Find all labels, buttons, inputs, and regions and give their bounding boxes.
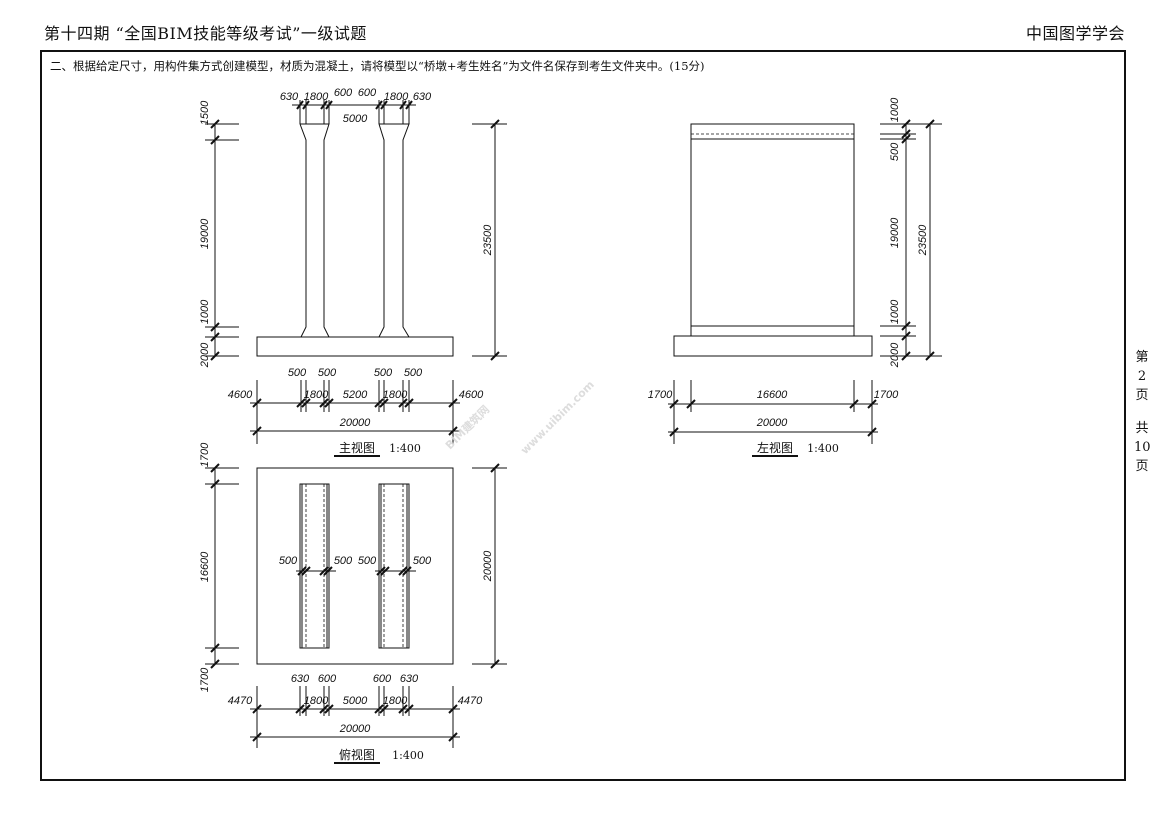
dimension-label: 20000 — [756, 417, 788, 429]
watermark-line2: www.uibim.com — [518, 378, 597, 457]
dimension-label: 500 — [889, 142, 901, 161]
side-view-scale: 1:400 — [807, 442, 839, 455]
dimension-label: 500 — [279, 555, 298, 567]
dimension-label: 1700 — [199, 667, 211, 692]
dimension-label: 4600 — [459, 389, 484, 401]
front-pier-left — [299, 123, 330, 338]
dimension-label: 630 — [280, 91, 299, 103]
dimension-label: 1800 — [384, 91, 409, 103]
front-bottom-dimension: 500 500 500 500 4600 1800 5200 1800 4600… — [228, 367, 484, 444]
dimension-label: 1800 — [304, 389, 329, 401]
organization-name: 中国图学学会 — [1025, 24, 1125, 43]
dimension-label: 600 — [318, 673, 337, 685]
dimension-label: 500 — [358, 555, 377, 567]
dimension-label: 5000 — [343, 695, 368, 707]
top-base — [256, 467, 454, 665]
side-base — [673, 335, 873, 357]
dimension-label: 2000 — [889, 342, 901, 368]
dimension-label: 5200 — [343, 389, 368, 401]
dimension-label: 500 — [318, 367, 337, 379]
top-view-title: 俯视图 — [339, 747, 375, 762]
total-suffix: 页 — [1135, 459, 1149, 474]
exam-title: 第十四期 “全国BIM技能等级考试”一级试题 — [44, 24, 367, 43]
page-indicator: 第 2 页 共 10 页 — [1134, 348, 1151, 476]
top-right-dimension: 20000 — [472, 463, 507, 669]
dimension-label: 19000 — [889, 217, 901, 248]
dimension-label: 20000 — [339, 723, 371, 735]
page-suffix: 页 — [1135, 388, 1149, 403]
dimension-label: 19000 — [199, 218, 211, 249]
dimension-label: 4470 — [458, 695, 483, 707]
dimension-label: 1800 — [304, 91, 329, 103]
dimension-label: 630 — [400, 673, 419, 685]
dimension-label: 1700 — [648, 389, 673, 401]
top-left-dimension: 1700 16600 1700 — [199, 442, 239, 692]
page-total: 10 — [1134, 440, 1151, 455]
front-left-dimension: 1500 19000 1000 2000 — [199, 100, 239, 368]
front-base — [256, 336, 454, 357]
dimension-label: 1000 — [199, 299, 211, 324]
dimension-label: 1000 — [889, 97, 901, 122]
top-inner-dimension: 500 500 500 500 — [279, 555, 432, 576]
dimension-label: 1800 — [383, 695, 408, 707]
watermark-line1: BIM建筑网 — [442, 402, 492, 452]
dimension-label: 600 — [358, 87, 377, 99]
dimension-label: 1800 — [304, 695, 329, 707]
side-view-title: 左视图 — [757, 440, 793, 455]
question-text: 二、根据给定尺寸，用构件集方式创建模型，材质为混凝土，请将模型以“桥墩+考生姓名… — [50, 59, 705, 73]
dimension-label: 500 — [374, 367, 393, 379]
dimension-label: 500 — [288, 367, 307, 379]
dimension-label: 1500 — [199, 100, 211, 125]
dimension-label: 23500 — [482, 224, 494, 256]
dimension-label: 16600 — [757, 389, 788, 401]
total-prefix: 共 — [1135, 421, 1149, 436]
top-view-scale: 1:400 — [392, 749, 424, 762]
dimension-label: 600 — [334, 87, 353, 99]
dimension-label: 1700 — [199, 442, 211, 467]
front-view: 1500 19000 1000 2000 23500 630 1800 600 … — [199, 87, 507, 457]
dimension-label: 630 — [413, 91, 432, 103]
dimension-label: 5000 — [343, 113, 368, 125]
side-right-dimension: 1000 500 19000 1000 2000 23500 — [880, 97, 942, 368]
dimension-label: 23500 — [917, 224, 929, 256]
dimension-label: 2000 — [199, 342, 211, 368]
dimension-label: 500 — [334, 555, 353, 567]
drawing-frame — [40, 50, 1126, 781]
top-pier-left — [299, 483, 330, 649]
front-top-dimension: 630 1800 600 600 1800 630 5000 — [280, 87, 432, 125]
front-pier-right — [378, 123, 410, 338]
dimension-label: 600 — [373, 673, 392, 685]
dimension-label: 500 — [404, 367, 423, 379]
dimension-label: 1700 — [874, 389, 899, 401]
top-view: 1700 16600 1700 20000 500 500 500 500 63… — [199, 442, 507, 764]
side-view: 1000 500 19000 1000 2000 23500 1700 1660… — [648, 97, 942, 457]
front-view-scale: 1:400 — [389, 442, 421, 455]
side-bottom-dimension: 1700 16600 1700 20000 — [648, 380, 899, 444]
dimension-label: 20000 — [339, 417, 371, 429]
dimension-label: 500 — [413, 555, 432, 567]
front-view-title: 主视图 — [339, 440, 375, 455]
page-current: 2 — [1137, 369, 1147, 384]
dimension-label: 1800 — [383, 389, 408, 401]
top-bottom-dimension: 630 600 600 630 4470 1800 5000 1800 4470… — [228, 673, 483, 748]
top-pier-right — [378, 483, 410, 649]
dimension-label: 4470 — [228, 695, 253, 707]
front-right-dimension: 23500 — [472, 119, 507, 361]
page-prefix: 第 — [1135, 350, 1149, 365]
side-pier — [690, 123, 855, 337]
dimension-label: 16600 — [199, 551, 211, 582]
dimension-label: 1000 — [889, 299, 901, 324]
dimension-label: 20000 — [482, 550, 494, 582]
dimension-label: 4600 — [228, 389, 253, 401]
dimension-label: 630 — [291, 673, 310, 685]
